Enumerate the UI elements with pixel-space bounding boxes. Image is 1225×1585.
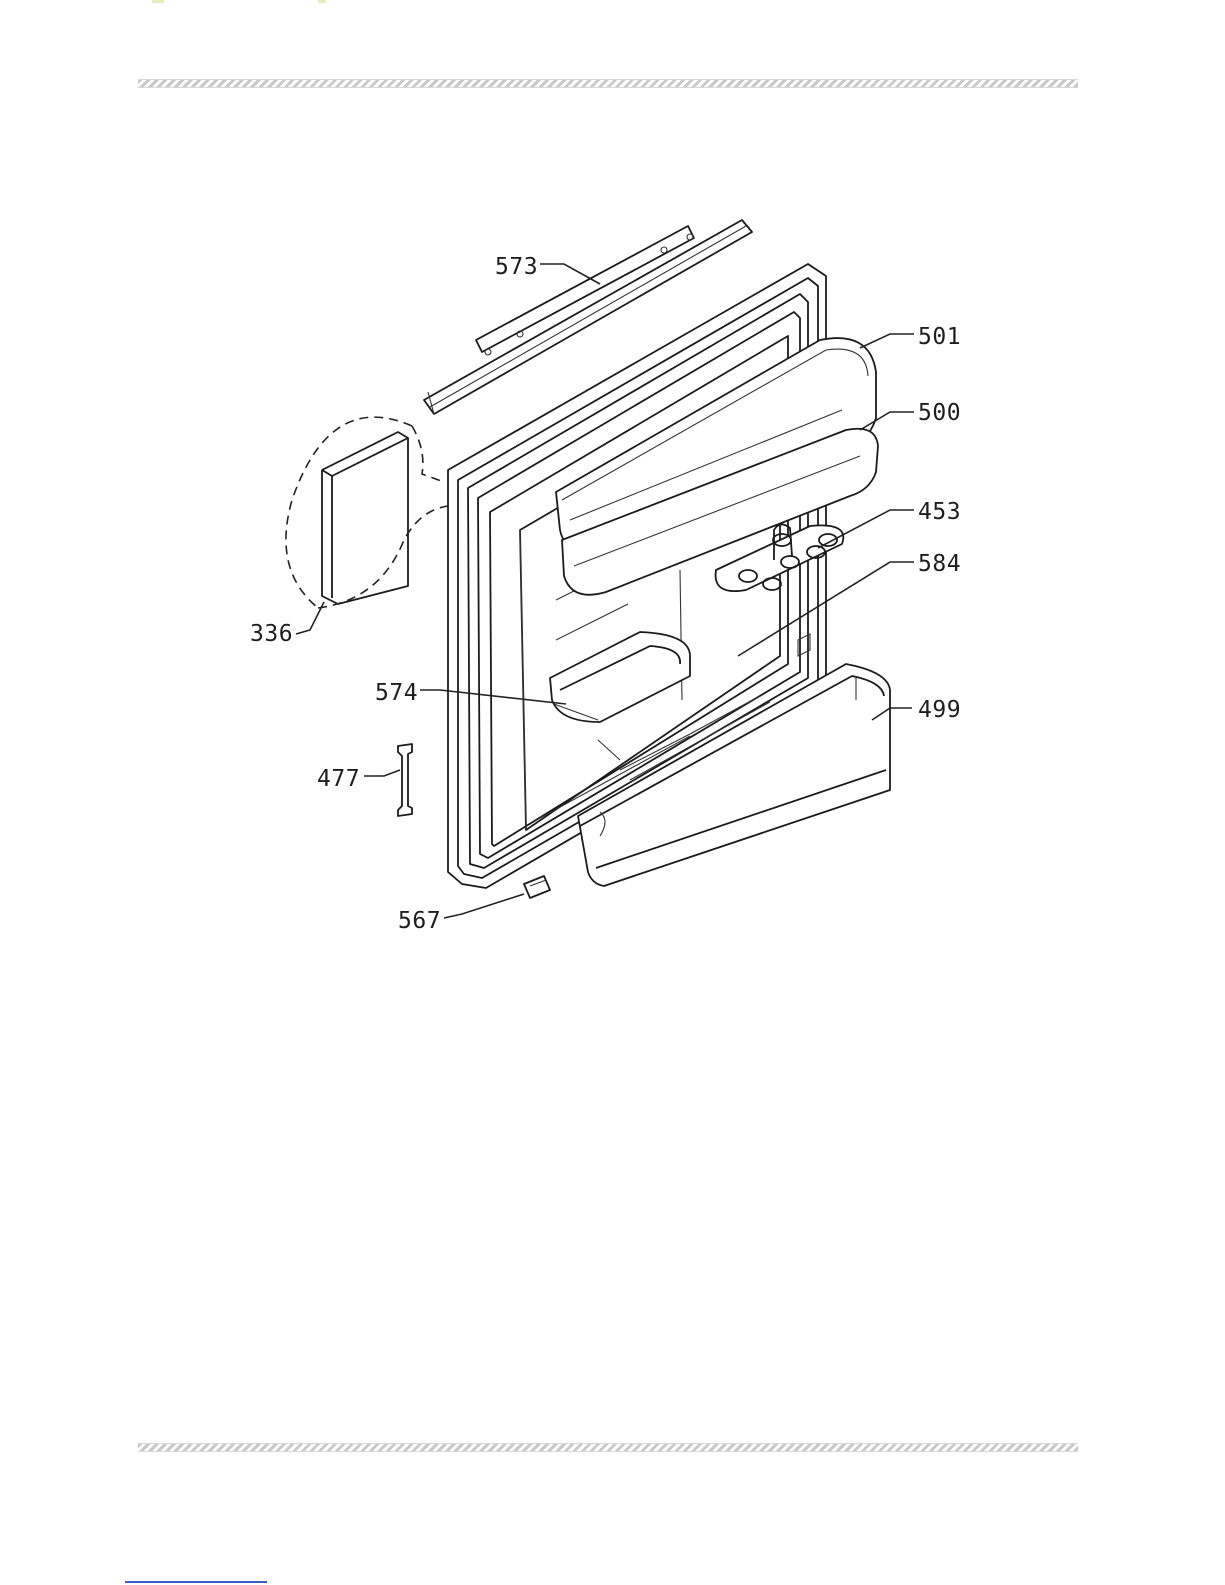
leader-501 [860,334,914,348]
leader-567 [444,894,524,918]
callout-453: 453 [918,499,961,525]
leader-477 [364,770,400,776]
callout-500: 500 [918,400,961,426]
part-567-clip [524,876,550,898]
callout-573: 573 [495,254,538,280]
part-336-side-piece [286,417,448,608]
callout-574: 574 [375,680,418,706]
callout-336: 336 [250,621,293,647]
callout-501: 501 [918,324,961,350]
part-477-hinge-plate [398,744,412,816]
callout-567: 567 [398,908,441,934]
leader-336 [296,602,324,634]
footer-link-underline [125,1581,267,1583]
callout-499: 499 [918,697,961,723]
callout-477: 477 [317,766,360,792]
footer-rule [138,1443,1078,1452]
callout-584: 584 [918,551,961,577]
